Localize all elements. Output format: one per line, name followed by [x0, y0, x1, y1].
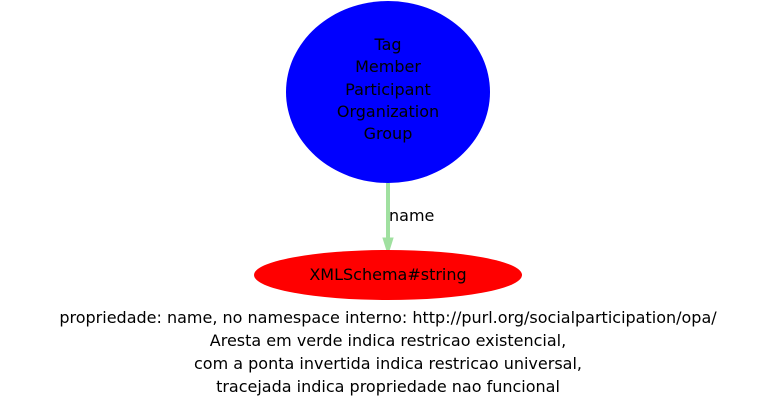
target-node[interactable]: XMLSchema#string	[254, 250, 522, 300]
source-node-line-participant: Participant	[345, 80, 431, 99]
caption-line-1: propriedade: name, no namespace interno:…	[59, 308, 717, 327]
target-node-shape[interactable]	[254, 250, 522, 300]
source-node-line-tag: Tag	[373, 35, 401, 54]
edge-name: name	[382, 183, 434, 256]
edge-label: name	[389, 206, 434, 225]
edge-arrowhead	[382, 237, 394, 256]
caption-line-3: com a ponta invertida indica restricao u…	[194, 354, 582, 373]
target-node-label: XMLSchema#string	[309, 265, 466, 284]
source-node-line-group: Group	[364, 124, 413, 143]
caption-line-4: tracejada indica propriedade nao funcion…	[216, 377, 560, 396]
source-node-line-organization: Organization	[337, 102, 439, 121]
source-node[interactable]: Tag Member Participant Organization Grou…	[286, 1, 490, 183]
caption: propriedade: name, no namespace interno:…	[59, 308, 717, 396]
source-node-shape[interactable]	[286, 1, 490, 183]
source-node-line-member: Member	[355, 57, 421, 76]
caption-line-2: Aresta em verde indica restricao existen…	[210, 331, 566, 350]
